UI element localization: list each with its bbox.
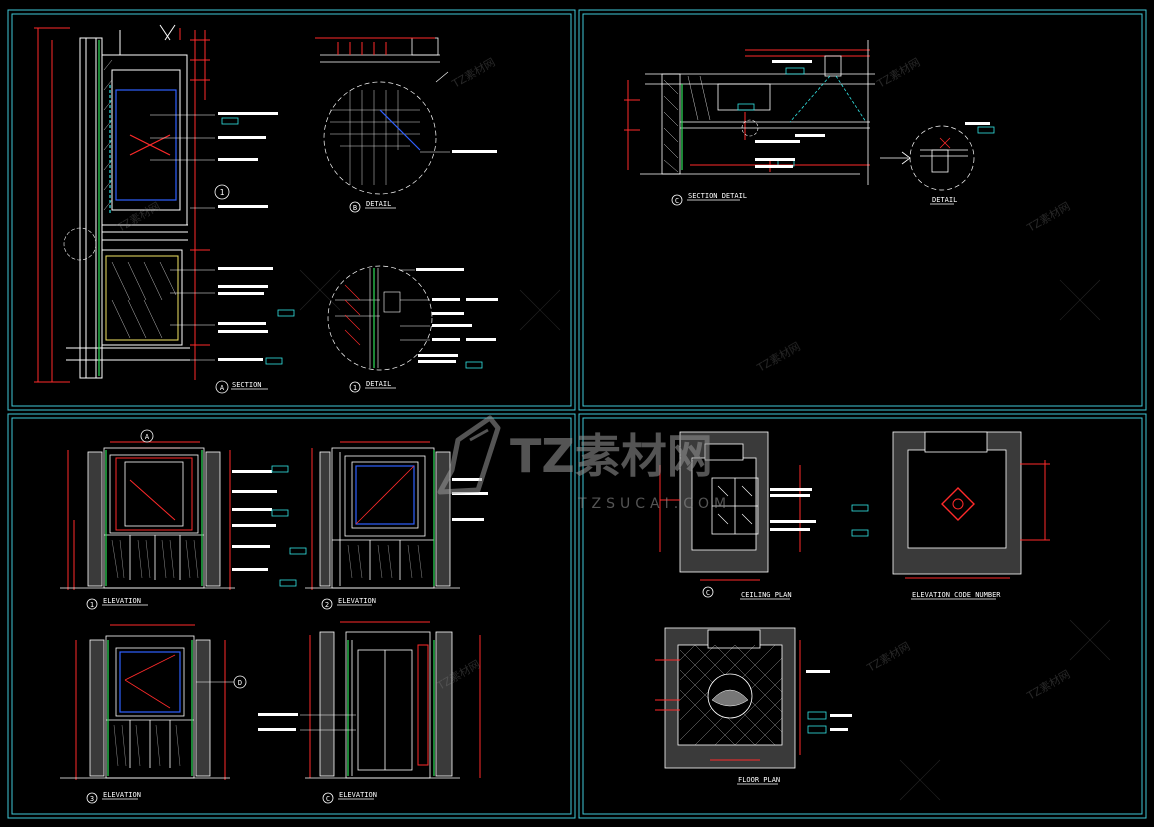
- elevation-c-title: ELEVATION: [339, 791, 377, 799]
- detail-1-drawing: 1 DETAIL: [327, 265, 498, 393]
- floor-plan-title: FLOOR PLAN: [738, 776, 780, 784]
- floor-plan-drawing: FLOOR PLAN: [655, 627, 852, 785]
- section-a-title-block: A SECTION: [215, 380, 268, 394]
- watermark: TZ素材网 TZSUCAI.COM: [437, 415, 731, 512]
- elevation-code-number-drawing: ELEVATION CODE NUMBER: [892, 431, 1050, 600]
- elevation-1-title: ELEVATION: [103, 597, 141, 605]
- section-detail-c-title: SECTION DETAIL: [688, 192, 747, 200]
- watermark-brand: TZ素材网: [510, 429, 713, 483]
- elevation-top-marker: A: [145, 433, 150, 441]
- elevation-code-title: ELEVATION CODE NUMBER: [912, 591, 1001, 599]
- detail-1-title: DETAIL: [366, 380, 391, 388]
- section-detail-c-marker: C: [675, 197, 679, 205]
- elevation-c-marker: C: [326, 795, 330, 803]
- section-a-drawing: 1: [34, 24, 295, 383]
- elevation-2-marker: 2: [325, 601, 329, 609]
- callout-1-label: 1: [220, 188, 225, 197]
- detail-b-drawing: B DETAIL: [315, 37, 497, 213]
- detail-b-title: DETAIL: [366, 200, 391, 208]
- elevation-2-drawing: 2 ELEVATION: [305, 441, 488, 610]
- section-a-title: SECTION: [232, 381, 262, 389]
- elevation-1-marker: 1: [90, 601, 94, 609]
- section-detail-small-title: DETAIL: [932, 196, 957, 204]
- elevation-3-marker: 3: [90, 795, 94, 803]
- ceiling-plan-marker: C: [706, 589, 710, 597]
- watermark-sub: TZSUCAI.COM: [577, 496, 731, 512]
- detail-1-marker: 1: [353, 384, 357, 392]
- panel-frames: [7, 9, 1147, 819]
- elevation-side-marker: D: [238, 679, 242, 687]
- elevation-c-drawing: C ELEVATION: [258, 621, 481, 804]
- ceiling-plan-title: CEILING PLAN: [741, 591, 792, 599]
- elevation-2-title: ELEVATION: [338, 597, 376, 605]
- section-a-marker: A: [220, 384, 225, 392]
- elevation-3-title: ELEVATION: [103, 791, 141, 799]
- watermark-crosses: [299, 269, 1111, 801]
- elevation-3-drawing: D 3 ELEVATION: [60, 624, 247, 804]
- elevation-1-drawing: A 1 ELEVATION: [60, 429, 307, 610]
- ceiling-plan-drawing: C CEILING PLAN: [659, 431, 869, 600]
- detail-b-marker: B: [353, 204, 357, 212]
- section-detail-c-drawing: C SECTION DETAIL DETAIL: [624, 40, 995, 206]
